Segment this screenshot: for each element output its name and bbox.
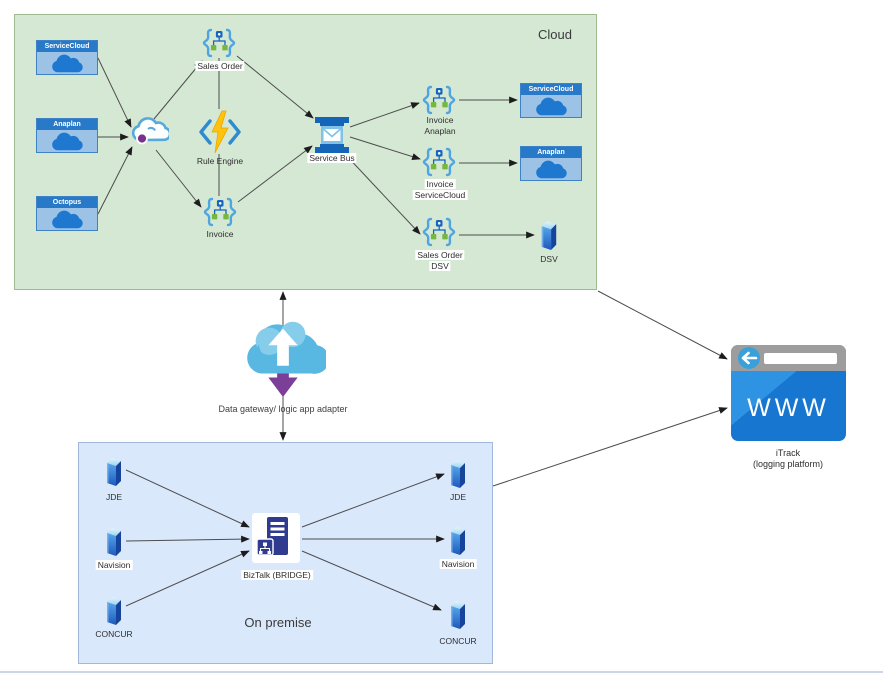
node-servicecloud-left-title: ServiceCloud [37, 41, 97, 52]
itrack-www-text: WWW [747, 394, 830, 422]
dsv-system-icon [538, 218, 560, 257]
node-anaplan-left-title: Anaplan [37, 119, 97, 130]
logic-app-invoice-icon [202, 197, 238, 232]
api-connector-cloud-icon [129, 114, 169, 153]
label-sales-order-dsv: Sales Order DSV [415, 250, 465, 271]
node-anaplan-right-title: Anaplan [521, 147, 581, 158]
label-service-bus: Service Bus [307, 153, 357, 163]
data-gateway-icon [240, 308, 326, 405]
node-octopus-left: Octopus [36, 196, 98, 231]
label-invoice: Invoice [206, 229, 234, 239]
jde-right-system-icon [448, 457, 468, 495]
cloud-group-title: Cloud [538, 27, 572, 42]
cloud-glyph-icon [532, 96, 570, 117]
node-servicecloud-right-title: ServiceCloud [521, 84, 581, 95]
rule-engine-icon [197, 110, 243, 159]
cloud-glyph-icon [532, 159, 570, 180]
label-sales-order: Sales Order [195, 61, 245, 71]
label-jde-left: JDE [105, 492, 123, 502]
itrack-browser-icon: WWW [731, 345, 846, 441]
cloud-group-box: Cloud [14, 14, 597, 290]
node-octopus-left-title: Octopus [37, 197, 97, 208]
label-navision-left: Navision [95, 560, 133, 570]
label-concur-right: CONCUR [439, 636, 477, 646]
cloud-glyph-icon [48, 209, 86, 230]
node-anaplan-right: Anaplan [520, 146, 582, 181]
logic-app-invoice-servicecloud-icon [421, 147, 457, 182]
navision-left-system-icon [104, 525, 124, 563]
label-jde-right: JDE [449, 492, 467, 502]
label-invoice-anaplan: Invoice Anaplan [424, 115, 456, 136]
label-navision-right: Navision [439, 559, 477, 569]
label-concur-left: CONCUR [95, 629, 133, 639]
label-dsv: DSV [540, 254, 558, 264]
node-servicecloud-right: ServiceCloud [520, 83, 582, 118]
node-anaplan-left: Anaplan [36, 118, 98, 153]
concur-right-system-icon [448, 598, 468, 636]
node-servicecloud-left: ServiceCloud [36, 40, 98, 75]
cloud-glyph-icon [48, 53, 86, 74]
biztalk-icon [252, 513, 300, 568]
logic-app-sales-order-icon [201, 28, 237, 63]
service-bus-icon [315, 117, 349, 158]
jde-left-system-icon [104, 455, 124, 493]
navision-right-system-icon [448, 524, 468, 562]
label-biztalk: BizTalk (BRIDGE) [241, 570, 313, 580]
label-rule-engine: Rule Engine [196, 156, 244, 166]
label-invoice-servicecloud: Invoice ServiceCloud [412, 179, 468, 200]
label-itrack: iTrack (logging platform) [752, 448, 824, 470]
concur-left-system-icon [104, 594, 124, 632]
onprem-group-title: On premise [244, 615, 312, 630]
page-bottom-divider [0, 671, 883, 673]
logic-app-sales-order-dsv-icon [421, 217, 457, 252]
cloud-glyph-icon [48, 131, 86, 152]
label-data-gateway: Data gateway/ logic app adapter [218, 404, 348, 414]
